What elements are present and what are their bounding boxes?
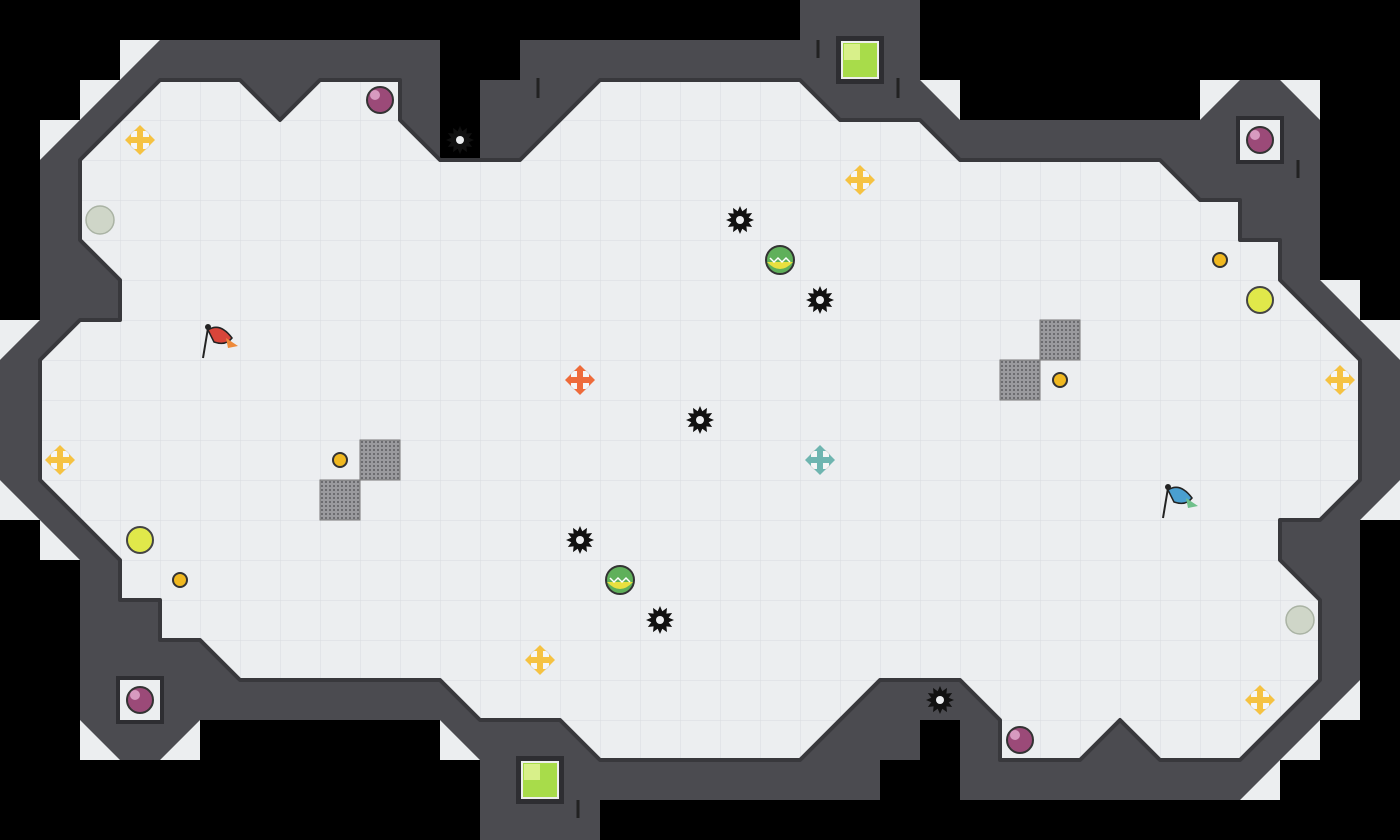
portal-top (836, 36, 884, 84)
pickups (172, 252, 1228, 588)
powerup-active (1246, 286, 1274, 314)
gates (605, 245, 795, 595)
bomb (1006, 726, 1034, 754)
grates (319, 319, 1081, 521)
spike-icon (726, 206, 754, 234)
pickup-dot (172, 572, 188, 588)
spike-icon (926, 686, 954, 714)
floor-grate (1039, 319, 1081, 361)
spike-icon (646, 606, 674, 634)
spike-icon (566, 526, 594, 554)
pickup-dot (1052, 372, 1068, 388)
boost-icon (1325, 365, 1355, 395)
blue-flag-icon (1162, 484, 1198, 519)
spike-icon (806, 286, 834, 314)
spike-icon (686, 406, 714, 434)
blue-boost-icon (805, 445, 835, 475)
boost-icon (125, 125, 155, 155)
boost-icon (1245, 685, 1275, 715)
boosts (45, 125, 1355, 715)
pickup-dot (1212, 252, 1228, 268)
gate-ball (605, 565, 635, 595)
bomb (1236, 116, 1284, 164)
powerup-inactive (85, 205, 115, 235)
spike-icon (446, 126, 474, 154)
red-flag-icon (202, 324, 238, 359)
spikes (446, 126, 954, 714)
bomb (366, 86, 394, 114)
portal-bottom (516, 756, 564, 804)
red-boost-icon (565, 365, 595, 395)
bomb (116, 676, 164, 724)
gate-marks (536, 40, 1300, 818)
powerups (85, 205, 1315, 635)
pickup-dot (332, 452, 348, 468)
gate-ball (765, 245, 795, 275)
powerup-active (126, 526, 154, 554)
floor-grate (359, 439, 401, 481)
bombs (116, 86, 1284, 754)
powerup-inactive (1285, 605, 1315, 635)
boost-icon (845, 165, 875, 195)
floor-grate (999, 359, 1041, 401)
boost-icon (45, 445, 75, 475)
portals (516, 36, 884, 804)
floor-grate (319, 479, 361, 521)
boost-icon (525, 645, 555, 675)
